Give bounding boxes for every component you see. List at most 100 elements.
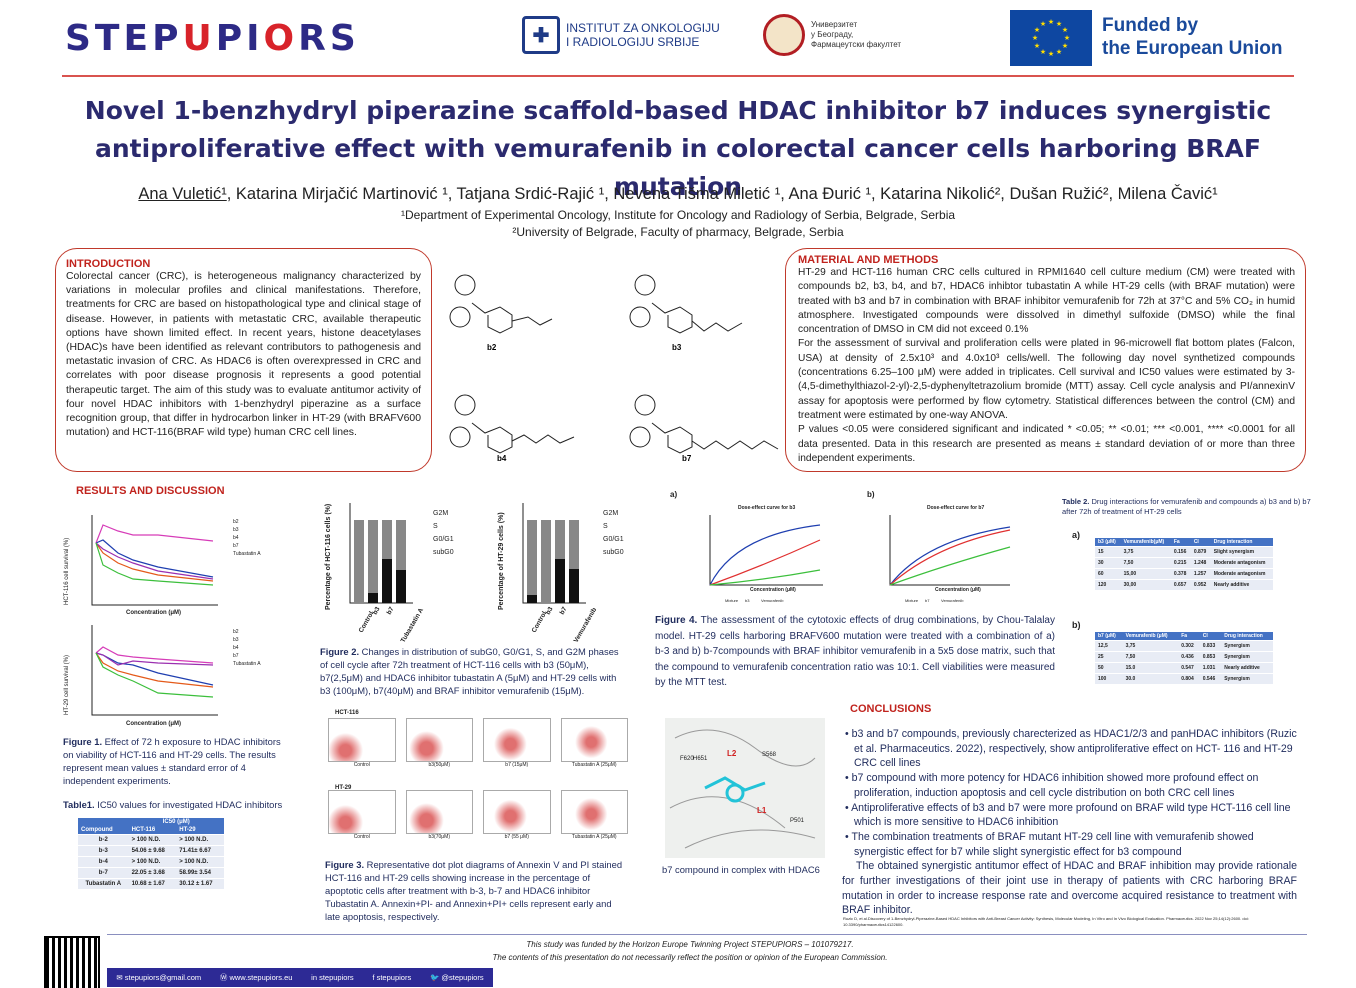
fig2-ylabel-2: Percentage of HT-29 cells (%) (498, 512, 505, 610)
contact-bar: ✉ stepupiors@gmail.com Ⓦ www.stepupiors.… (107, 968, 493, 987)
svg-text:b4: b4 (233, 645, 239, 651)
structure-b7 (629, 394, 779, 454)
introduction-box: INTRODUCTION Colorectal cancer (CRC), is… (55, 248, 432, 472)
methods-p1: HT-29 and HCT-116 human CRC cells cultur… (798, 267, 1295, 336)
website-link[interactable]: Ⓦ www.stepupiors.eu (219, 973, 293, 982)
svg-text:Vemurafenib: Vemurafenib (941, 598, 964, 603)
poster-title: Novel 1-benzhydryl piperazine scaffold-b… (84, 96, 1272, 201)
fig1-ylabel-1: HCT-116 cell survival (%) (64, 538, 70, 605)
svg-text:P501: P501 (790, 818, 805, 824)
qr-code[interactable] (44, 936, 100, 988)
conclusion-item: • b7 compound with more potency for HDAC… (845, 772, 1259, 799)
svg-text:S568: S568 (762, 752, 777, 758)
structure-b3 (629, 274, 743, 334)
svg-text:★: ★ (1064, 34, 1070, 42)
conclusions-list: • b3 and b7 compounds, previously charec… (842, 727, 1297, 918)
svg-text:L2: L2 (727, 749, 737, 758)
dotplot: b7 (55 μM) (483, 790, 551, 840)
fig1-legend-b2: b2 (233, 519, 239, 525)
dotplot: b7 (15μM) (483, 718, 551, 768)
table-1-title: Table1. IC50 values for investigated HDA… (63, 799, 283, 810)
methods-heading: MATERIAL AND METHODS (798, 254, 939, 266)
authors: Ana Vuletić¹, Katarina Mirjačić Martinov… (138, 185, 1218, 203)
svg-text:G2M: G2M (433, 510, 448, 517)
label-b7: b7 (682, 454, 692, 463)
svg-text:Dose-effect curve for b3: Dose-effect curve for b3 (738, 505, 795, 511)
table-2-title: Table 2. Drug interactions for vemurafen… (1062, 497, 1311, 516)
label-b3: b3 (672, 343, 682, 352)
svg-text:a): a) (670, 490, 677, 499)
svg-text:★: ★ (1048, 18, 1054, 26)
methods-p2: For the assessment of survival and proli… (798, 338, 1295, 421)
svg-text:b3: b3 (745, 598, 750, 603)
conclusion-item: • Antiproliferative effects of b3 and b7… (845, 801, 1291, 829)
docking-caption: b7 compound in complex with HDAC6 (662, 864, 820, 875)
table-row: b-4> 100 N.D.> 100 N.D. (78, 856, 224, 868)
svg-text:★: ★ (1040, 48, 1046, 56)
figure-3-caption: Figure 3. Representative dot plot diagra… (325, 859, 623, 922)
svg-text:F620: F620 (680, 756, 694, 762)
svg-text:Dose-effect curve for b7: Dose-effect curve for b7 (927, 505, 984, 511)
svg-text:b3: b3 (233, 637, 239, 643)
svg-text:b3: b3 (545, 606, 555, 616)
conclusion-closing: The obtained synergistic antitumor effec… (842, 860, 1297, 917)
introduction-heading: INTRODUCTION (66, 258, 151, 270)
svg-text:G0/G1: G0/G1 (603, 536, 624, 543)
svg-text:b2: b2 (233, 629, 239, 635)
svg-text:Mixture: Mixture (725, 598, 739, 603)
disclaimer: The contents of this presentation do not… (492, 953, 888, 962)
fig1-xlabel-1: Concentration (μM) (126, 610, 181, 616)
linkedin-link[interactable]: in stepupiors (311, 973, 354, 982)
fig1-series-lines (95, 524, 214, 698)
fig2-ylabel-1: Percentage of HCT-116 cells (%) (325, 504, 332, 610)
figure-1-caption: Figure 1. Effect of 72 h exposure to HDA… (63, 736, 281, 786)
svg-text:S: S (433, 523, 438, 530)
label-b4: b4 (497, 454, 507, 463)
affiliation-2: ²University of Belgrade, Faculty of phar… (512, 225, 844, 239)
reference: Ruzic D, et al.Discovery of 1-Benzhydryl… (843, 916, 1249, 927)
svg-text:Tubastatin A: Tubastatin A (400, 607, 426, 644)
dotplot: b3(50μM) (405, 718, 473, 768)
results-heading: RESULTS AND DISCUSSION (76, 485, 225, 497)
facebook-link[interactable]: f stepupiors (372, 973, 412, 982)
svg-text:Concentration (μM): Concentration (μM) (935, 587, 981, 593)
fig4-curves (709, 524, 1011, 586)
figure-2-caption: Figure 2. Changes in distribution of sub… (320, 646, 619, 696)
svg-text:Concentration (μM): Concentration (μM) (750, 587, 796, 593)
svg-text:subG0: subG0 (603, 549, 624, 556)
dotplot: b3(70μM) (405, 790, 473, 840)
svg-text:★: ★ (1056, 20, 1062, 28)
svg-text:b3: b3 (372, 606, 382, 616)
fig1-legend-tubastatin: Tubastatin A (233, 551, 261, 557)
email-link[interactable]: ✉ stepupiors@gmail.com (116, 973, 202, 982)
table-2a-label: a) (1072, 530, 1081, 540)
twitter-link[interactable]: 🐦 @stepupiors (429, 973, 484, 982)
fig1-legend-b7: b7 (233, 543, 239, 549)
footer-divider (107, 934, 1307, 935)
structure-b4 (449, 394, 575, 454)
svg-text:★: ★ (1062, 42, 1068, 50)
svg-text:★: ★ (1048, 50, 1054, 58)
svg-text:★: ★ (1040, 20, 1046, 28)
svg-text:★: ★ (1056, 48, 1062, 56)
svg-text:b7: b7 (386, 606, 396, 616)
stepupiors-logo: STEPUPIORS (65, 18, 360, 59)
figure-2-charts: Percentage of HCT-116 cells (%) Percenta… (325, 503, 624, 644)
fig2-bars (354, 520, 579, 603)
dotplot: Control (328, 790, 396, 840)
fig1-legend-b4: b4 (233, 535, 239, 541)
svg-text:Vemurafenib: Vemurafenib (761, 598, 784, 603)
